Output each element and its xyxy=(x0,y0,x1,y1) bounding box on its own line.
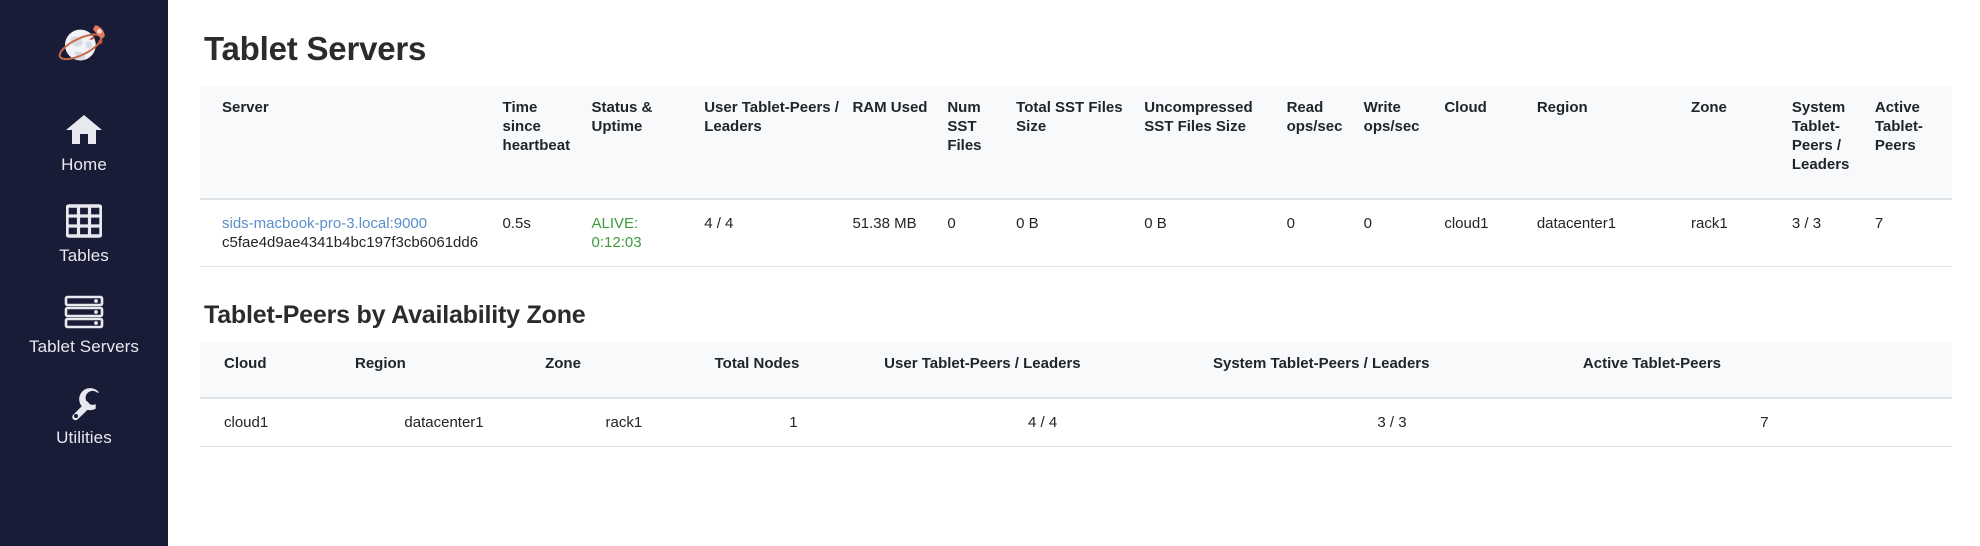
server-link[interactable]: sids-macbook-pro-3.local:9000 xyxy=(222,215,428,232)
az-col-total-nodes[interactable]: Total Nodes xyxy=(708,342,879,399)
az-col-cloud[interactable]: Cloud xyxy=(200,342,349,399)
col-active-tablet-peers[interactable]: Active Tablet-Peers xyxy=(1868,86,1952,200)
az-col-active-tablet-peers[interactable]: Active Tablet-Peers xyxy=(1576,342,1952,399)
server-rack-icon xyxy=(64,292,104,332)
sidebar-item-tablet-servers[interactable]: Tablet Servers xyxy=(0,292,168,357)
cell-ram-used: 51.38 MB xyxy=(846,199,942,267)
sidebar-item-home[interactable]: Home xyxy=(0,110,168,175)
sidebar: Home Tables xyxy=(0,0,168,546)
az-col-system-tablet-peers-leaders[interactable]: System Tablet-Peers / Leaders xyxy=(1206,342,1577,399)
cell-read-ops-sec: 0 xyxy=(1280,199,1358,267)
table-row: cloud1 datacenter1 rack1 1 4 / 4 3 / 3 7 xyxy=(200,398,1952,447)
sidebar-item-tables[interactable]: Tables xyxy=(0,201,168,266)
col-read-ops-sec[interactable]: Read ops/sec xyxy=(1280,86,1358,200)
col-uncompressed-sst-files-size[interactable]: Uncompressed SST Files Size xyxy=(1138,86,1281,200)
az-cell-zone: rack1 xyxy=(539,398,709,447)
az-cell-cloud: cloud1 xyxy=(200,398,349,447)
tablet-servers-table: Server Time since heartbeat Status & Upt… xyxy=(200,86,1952,267)
col-total-sst-files-size[interactable]: Total SST Files Size xyxy=(1010,86,1139,200)
col-num-sst-files[interactable]: Num SST Files xyxy=(941,86,1011,200)
col-zone[interactable]: Zone xyxy=(1685,86,1786,200)
home-icon xyxy=(65,110,103,150)
cell-total-sst-files-size: 0 B xyxy=(1010,199,1139,267)
cell-user-tablet-peers-leaders: 4 / 4 xyxy=(698,199,847,267)
table-header-row: Server Time since heartbeat Status & Upt… xyxy=(200,86,1952,200)
col-system-tablet-peers-leaders[interactable]: System Tablet-Peers / Leaders xyxy=(1785,86,1869,200)
col-user-tablet-peers-leaders[interactable]: User Tablet-Peers / Leaders xyxy=(698,86,847,200)
col-write-ops-sec[interactable]: Write ops/sec xyxy=(1357,86,1439,200)
az-col-region[interactable]: Region xyxy=(348,342,540,399)
page-title: Tablet Servers xyxy=(204,30,427,67)
table-row: sids-macbook-pro-3.local:9000 c5fae4d9ae… xyxy=(200,199,1952,267)
cell-active-tablet-peers: 7 xyxy=(1868,199,1952,267)
status-badge: ALIVE: xyxy=(591,215,639,232)
cell-num-sst-files: 0 xyxy=(941,199,1011,267)
az-cell-active-tablet-peers: 7 xyxy=(1576,398,1952,447)
sidebar-item-label: Home xyxy=(61,155,107,174)
col-cloud[interactable]: Cloud xyxy=(1438,86,1531,200)
table-header-row: Cloud Region Zone Total Nodes User Table… xyxy=(200,342,1952,399)
cell-status-uptime: ALIVE: 0:12:03 xyxy=(585,199,699,267)
section-title: Tablet-Peers by Availability Zone xyxy=(204,301,586,329)
main-content: Tablet Servers Server Time since heartbe… xyxy=(168,0,1980,546)
az-col-user-tablet-peers-leaders[interactable]: User Tablet-Peers / Leaders xyxy=(878,342,1207,399)
planet-rocket-logo[interactable] xyxy=(53,14,115,76)
cell-system-tablet-peers-leaders: 3 / 3 xyxy=(1785,199,1869,267)
cell-zone: rack1 xyxy=(1685,199,1786,267)
sidebar-item-label: Tablet Servers xyxy=(28,337,140,356)
cell-region: datacenter1 xyxy=(1530,199,1686,267)
uptime-value: 0:12:03 xyxy=(591,234,642,251)
server-uuid: c5fae4d9ae4341b4bc197f3cb6061dd6 xyxy=(222,234,479,251)
az-cell-user-tablet-peers-leaders: 4 / 4 xyxy=(878,398,1207,447)
availability-zone-table: Cloud Region Zone Total Nodes User Table… xyxy=(200,342,1952,447)
cell-cloud: cloud1 xyxy=(1438,199,1531,267)
col-ram-used[interactable]: RAM Used xyxy=(846,86,942,200)
cell-time-since-heartbeat: 0.5s xyxy=(496,199,586,267)
grid-table-icon xyxy=(66,201,102,241)
sidebar-item-utilities[interactable]: Utilities xyxy=(0,383,168,448)
az-cell-system-tablet-peers-leaders: 3 / 3 xyxy=(1206,398,1577,447)
az-cell-total-nodes: 1 xyxy=(708,398,879,447)
az-col-zone[interactable]: Zone xyxy=(539,342,709,399)
col-server[interactable]: Server xyxy=(200,86,497,200)
col-time-since-heartbeat[interactable]: Time since heartbeat xyxy=(496,86,586,200)
cell-uncompressed-sst-files-size: 0 B xyxy=(1138,199,1281,267)
col-status-uptime[interactable]: Status & Uptime xyxy=(585,86,699,200)
az-cell-region: datacenter1 xyxy=(348,398,540,447)
col-region[interactable]: Region xyxy=(1530,86,1686,200)
sidebar-item-label: Tables xyxy=(59,246,109,265)
sidebar-item-label: Utilities xyxy=(56,428,112,447)
cell-server: sids-macbook-pro-3.local:9000 c5fae4d9ae… xyxy=(200,199,497,267)
cell-write-ops-sec: 0 xyxy=(1357,199,1439,267)
planet-rocket-logo-svg xyxy=(58,25,105,61)
wrench-icon xyxy=(65,383,103,423)
